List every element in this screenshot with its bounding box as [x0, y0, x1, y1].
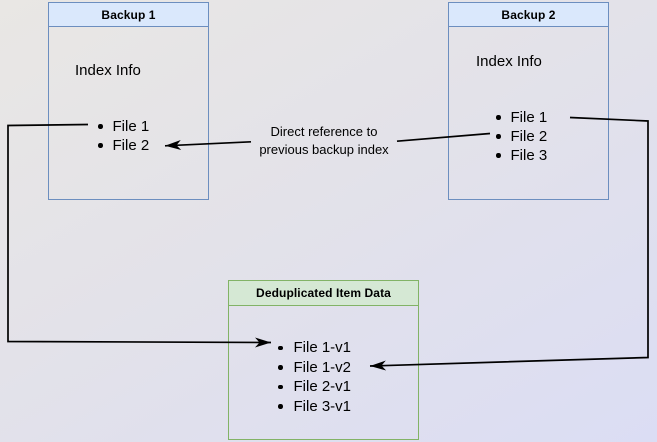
backup1-node: Backup 1 Index Info File 1 File 2	[48, 2, 209, 200]
dedup-header: Deduplicated Item Data	[229, 281, 418, 306]
edge-label-direct-reference: Direct reference to previous backup inde…	[239, 123, 409, 159]
bullet-icon	[98, 143, 103, 148]
edge-label-line1: Direct reference to	[270, 124, 378, 139]
file-label: File 2	[112, 137, 150, 154]
backup1-title: Backup 1	[101, 7, 156, 22]
list-item: File 2-v1	[278, 377, 351, 397]
edge-label-line2: previous backup index	[259, 142, 389, 157]
backup2-node: Backup 2 Index Info File 1 File 2 File 3	[448, 2, 609, 200]
backup2-file-list: File 1 File 2 File 3	[496, 108, 547, 165]
list-item: File 1	[98, 117, 149, 136]
bullet-icon	[496, 115, 501, 120]
backup1-subtitle: Index Info	[75, 62, 141, 79]
bullet-icon	[496, 153, 501, 158]
file-label: File 1	[510, 109, 548, 126]
file-label: File 2	[510, 128, 548, 145]
list-item: File 1	[496, 108, 547, 127]
list-item: File 3	[496, 146, 547, 165]
list-item: File 2	[496, 127, 547, 146]
file-label: File 3-v1	[293, 397, 352, 415]
backup1-header: Backup 1	[49, 3, 208, 27]
backup1-file-list: File 1 File 2	[98, 117, 149, 155]
backup2-subtitle: Index Info	[476, 53, 542, 70]
bullet-icon	[98, 124, 103, 129]
bullet-icon	[496, 134, 501, 139]
backup2-header: Backup 2	[449, 3, 608, 27]
list-item: File 3-v1	[278, 397, 351, 417]
dedup-title: Deduplicated Item Data	[256, 286, 391, 300]
list-item: File 2	[98, 136, 149, 155]
dedup-node: Deduplicated Item Data File 1-v1 File 1-…	[228, 280, 419, 440]
list-item: File 1-v2	[278, 358, 351, 378]
bullet-icon	[278, 404, 283, 409]
file-label: File 1-v2	[293, 358, 352, 376]
file-label: File 2-v1	[293, 378, 352, 396]
file-label: File 1-v1	[293, 339, 352, 357]
bullet-icon	[278, 384, 283, 389]
list-item: File 1-v1	[278, 338, 351, 358]
file-label: File 3	[510, 147, 548, 164]
file-label: File 1	[112, 118, 150, 135]
dedup-file-list: File 1-v1 File 1-v2 File 2-v1 File 3-v1	[278, 338, 351, 416]
backup2-title: Backup 2	[501, 7, 556, 22]
bullet-icon	[278, 365, 283, 370]
bullet-icon	[278, 345, 283, 350]
